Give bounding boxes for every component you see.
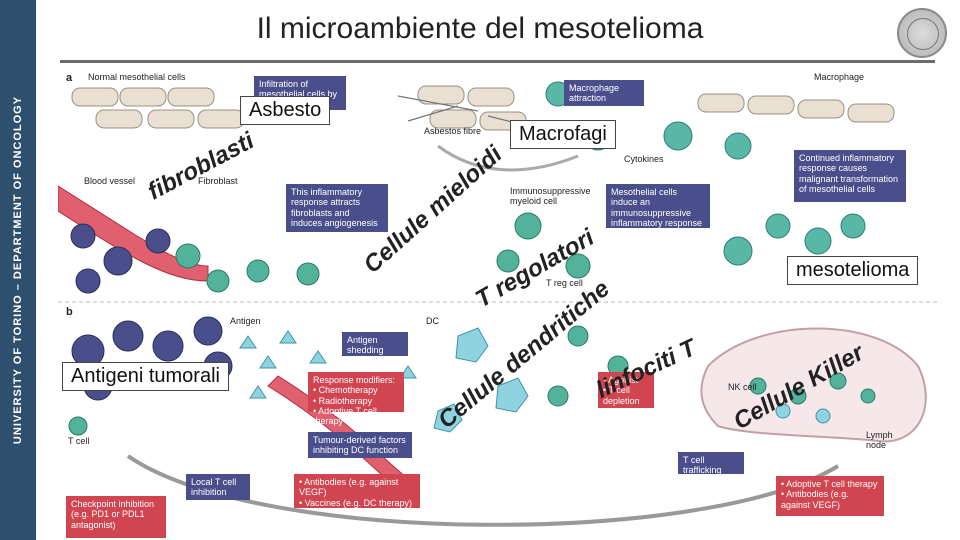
immune-cells-a [70,223,171,294]
university-logo [897,8,947,58]
dc-label: DC [426,316,439,326]
antigeni-callout: Antigeni tumorali [62,362,229,391]
normal-cell-cluster [71,87,245,129]
agonist-box: • Agonist • T cell depletion [598,372,654,408]
lymph-node [700,327,927,443]
continued-box: Continued inflammatory response causes m… [794,150,906,202]
green-cells-a [175,243,320,293]
antibodies-box: • Antibodies (e.g. against VEGF) • Vacci… [294,474,420,508]
antigen-label: Antigen [230,316,261,326]
t-cell-label: T cell [68,436,90,446]
local-t-box: Local T cell inhibition [186,474,250,500]
lymph-node-label: Lymph node [866,430,893,450]
t-trafficking-box: T cell trafficking [678,452,744,475]
panel-b-letter: b [66,306,73,318]
fibroblast-label: Fibroblast [198,176,238,186]
cytokines-label: Cytokines [624,154,664,164]
tumour-factors-box: Tumour-derived factors inhibiting DC fun… [308,432,412,458]
asbestos-fibre-label: Asbestos fibre [424,126,482,136]
lymph-cells [749,372,876,405]
panel-a-letter: a [66,72,73,84]
asbesto-callout: Asbesto [240,96,331,125]
nk-cells [775,403,831,424]
mesotelioma-callout: mesotelioma [787,256,919,285]
inflammatory-box: This inflammatory response attracts fibr… [286,184,388,232]
nk-cell-label: NK cell [728,382,757,392]
upper-arrow [437,144,579,172]
macrophage-attraction-box: Macrophage attraction [564,80,644,106]
antigen-triangles [239,330,417,399]
checkpoint-box: Checkpoint inhibition (e.g. PD1 or PDL1 … [66,496,166,538]
myeloid-cells [496,212,591,279]
macrofagi-callout: Macrofagi [510,120,616,149]
macrophage-label: Macrophage [814,72,865,82]
t-cells-b [68,325,629,436]
antigen-shedding-box: Antigen shedding [342,332,408,356]
blood-vessel-label: Blood vessel [84,176,136,186]
treg-label: T reg cell [546,278,583,288]
response-modifiers-box: Response modifiers: • Chemotherapy • Rad… [308,372,404,426]
adoptive-box: • Adoptive T cell therapy • Antibodies (… [776,476,884,516]
page-title: Il microambiente del mesotelioma [256,12,704,45]
normal-cells-label: Normal mesothelial cells [88,72,186,82]
sidebar-text: UNIVERSITY OF TORINO – DEPARTMENT OF ONC… [12,95,24,445]
infiltrated-cell-cluster [417,85,895,131]
title-divider [60,60,935,63]
immunosuppressive-label: Immunosuppressive myeloid cell [510,186,591,206]
mesothelial-induce-box: Mesothelial cells induce an immunosuppre… [606,184,710,228]
logo-seal-icon [907,18,939,50]
dc-cells [433,327,529,433]
sidebar: UNIVERSITY OF TORINO – DEPARTMENT OF ONC… [0,0,36,540]
